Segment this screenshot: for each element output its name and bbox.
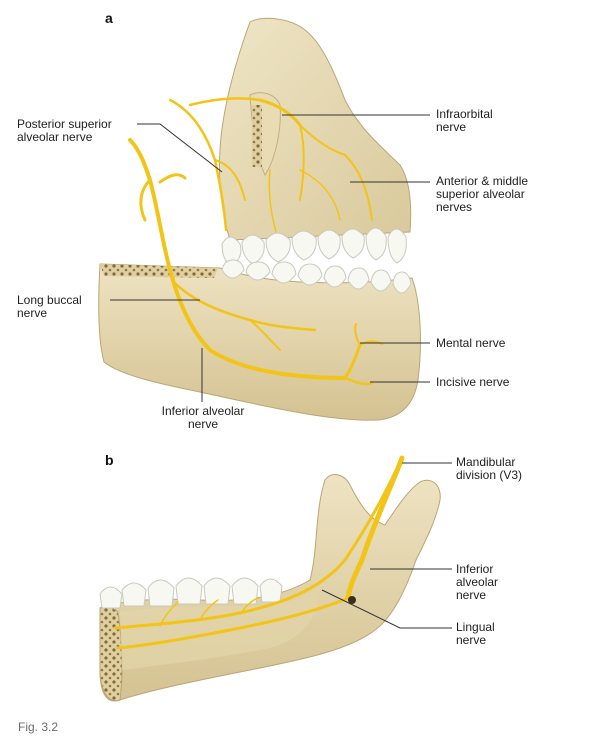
mandible-inner-surface (120, 588, 319, 670)
label-long-buccal-nerve: Long buccal nerve (17, 293, 82, 320)
label-mandibular-division-v3: Mandibular division (V3) (456, 455, 523, 482)
label-anterior-middle-superior-alveolar-nerves: Anterior & middle superior alveolar nerv… (436, 174, 529, 214)
label-lingual-nerve: Lingual nerve (456, 620, 495, 647)
label-inferior-alveolar-nerve-a: Inferior alveolar nerve (161, 404, 245, 431)
nerves-panel-b (113, 455, 405, 650)
maxilla-spongy-section (252, 105, 262, 167)
lower-teeth (221, 259, 412, 294)
upper-teeth (221, 227, 407, 267)
maxilla-bone (219, 17, 412, 241)
label-mental-nerve: Mental nerve (436, 336, 506, 350)
leaders-panel-a (110, 114, 430, 402)
label-incisive-nerve: Incisive nerve (436, 375, 510, 389)
lower-teeth-lateral (99, 577, 283, 609)
mandibular-foramen (348, 596, 356, 604)
panel-label-b: b (105, 452, 114, 468)
panel-b-figure (99, 455, 452, 702)
nerves-panel-a (128, 97, 383, 386)
panel-label-a: a (105, 10, 113, 26)
figure-caption: Fig. 3.2 (18, 720, 59, 734)
panel-a-figure (98, 17, 430, 421)
label-inferior-alveolar-nerve-b: Inferior alveolar nerve (456, 562, 499, 602)
label-posterior-superior-alveolar-nerve: Posterior superior alveolar nerve (17, 117, 112, 144)
leaders-panel-b (321, 462, 452, 629)
label-infraorbital-nerve: Infraorbital nerve (436, 107, 493, 134)
ramus-section (100, 264, 218, 278)
mandible-cut-section (99, 606, 123, 702)
